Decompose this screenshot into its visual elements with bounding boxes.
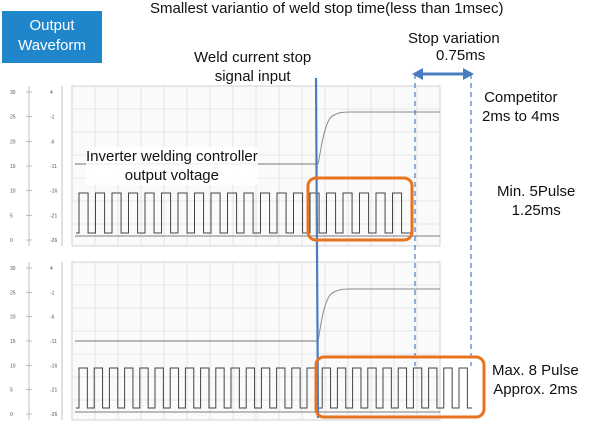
left-tick-label: 15 <box>10 339 16 345</box>
right-tick-label: 4 <box>50 90 53 96</box>
right-tick-label: -6 <box>50 139 55 145</box>
scope-bottom-panel: 30 4 25 -1 20 -6 15 -11 10 -16 5 -21 0 -26 <box>10 261 472 421</box>
left-tick-label: 0 <box>10 238 13 244</box>
output-waveform-badge: Output Waveform <box>2 11 102 63</box>
right-tick-label: -21 <box>50 388 57 394</box>
stop-variation-arrow <box>412 68 474 80</box>
competitor-label: Competitor 2ms to 4ms <box>482 89 560 125</box>
badge-line1: Output <box>29 17 75 34</box>
inverter-label: Inverter welding controller output volta… <box>86 147 258 185</box>
left-tick-label: 10 <box>10 189 16 195</box>
right-tick-label: -1 <box>50 290 55 296</box>
right-tick-label: -11 <box>50 339 57 345</box>
left-tick-label: 15 <box>10 164 16 170</box>
max-pulse-highlight-box <box>314 355 486 419</box>
right-tick-label: -6 <box>50 315 55 321</box>
right-tick-label: 4 <box>50 266 53 272</box>
left-tick-label: 25 <box>10 290 16 296</box>
left-tick-label: 20 <box>10 315 16 321</box>
left-tick-label: 5 <box>10 213 13 219</box>
stop-variation-label: Stop variation <box>408 30 500 47</box>
left-tick-label: 20 <box>10 139 16 145</box>
left-tick-label: 30 <box>10 90 16 96</box>
page-title: Smallest variantio of weld stop time(les… <box>150 0 504 17</box>
left-tick-label: 0 <box>10 412 13 418</box>
stop-variation-value: 0.75ms <box>436 47 486 64</box>
left-tick-label: 5 <box>10 388 13 394</box>
weld-stop-label: Weld current stop signal input <box>194 49 312 85</box>
right-tick-label: -26 <box>50 412 57 418</box>
left-tick-label: 10 <box>10 363 16 369</box>
right-tick-label: -21 <box>50 213 57 219</box>
max-pulse-label: Max. 8 Pulse Approx. 2ms <box>492 362 579 398</box>
right-tick-label: -11 <box>50 164 57 170</box>
left-tick-label: 25 <box>10 115 16 121</box>
right-tick-label: -16 <box>50 189 57 195</box>
right-tick-label: -26 <box>50 238 57 244</box>
right-tick-label: -16 <box>50 363 57 369</box>
left-tick-label: 30 <box>10 266 16 272</box>
right-tick-label: -1 <box>50 115 55 121</box>
badge-line2: Waveform <box>18 37 86 54</box>
min-pulse-label: Min. 5Pulse 1.25ms <box>497 183 576 219</box>
min-pulse-highlight-box <box>306 176 414 242</box>
